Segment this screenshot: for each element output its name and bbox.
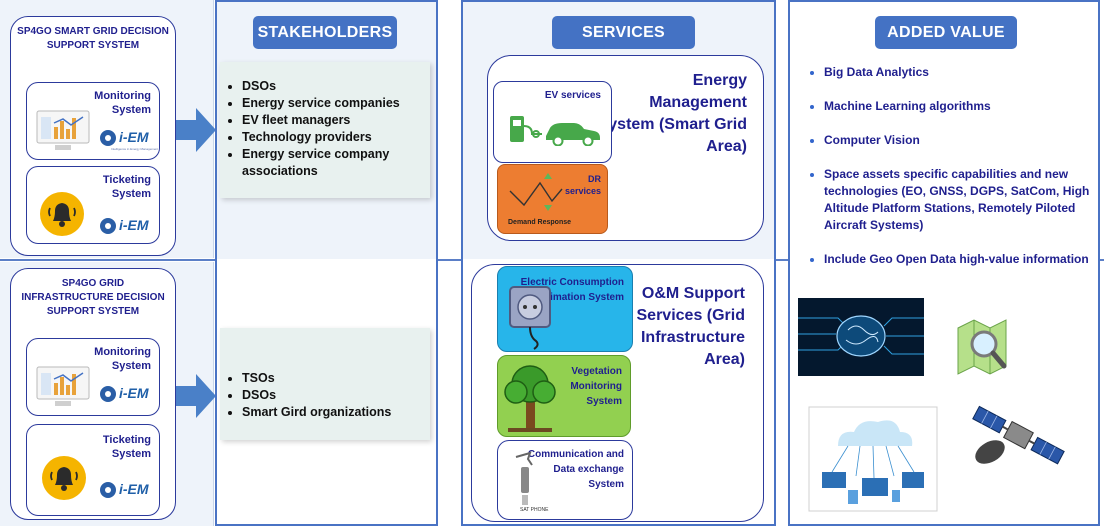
vegetation-card[interactable]: Vegetation Monitoring System — [497, 355, 631, 437]
iem-logo-text: i-EM — [119, 129, 149, 145]
stakeholders-top-list: DSOsEnergy service companiesEV fleet man… — [220, 78, 430, 180]
stakeholder-item: Technology providers — [242, 129, 430, 146]
stakeholder-item: Smart Gird organizations — [242, 404, 430, 421]
om-title: O&M Support Services (Grid Infrastructur… — [636, 285, 746, 368]
ev-charging-icon — [510, 116, 600, 146]
smart-grid-dss-title: SP4GO SMART GRID DECISION SUPPORT SYSTEM — [17, 26, 169, 51]
iem-logo-icon — [100, 482, 116, 498]
stakeholder-item: Energy service company associations — [242, 146, 430, 180]
stakeholders-top-box: DSOsEnergy service companiesEV fleet man… — [220, 62, 430, 198]
stakeholder-item: DSOs — [242, 387, 430, 404]
grid-infra-ticketing-card[interactable]: Ticketing System i-EM — [26, 424, 160, 516]
monitoring-screen-icon — [36, 366, 90, 406]
dr-services-label: DR services — [564, 174, 601, 196]
added-value-item: Space assets specific capabilities and n… — [824, 166, 1090, 234]
stakeholders-header: STAKEHOLDERS — [253, 16, 397, 49]
communication-label: Communication and Data exchange System — [527, 449, 624, 490]
arrow-right-icon — [176, 374, 216, 418]
monitoring-label: Monitoring System — [94, 346, 151, 372]
iem-logo-icon — [100, 130, 116, 146]
sat-phone-label: SAT PHONE — [520, 507, 549, 513]
stakeholder-item: Energy service companies — [242, 95, 430, 112]
ticketing-label: Ticketing System — [102, 434, 151, 460]
added-value-list: Big Data AnalyticsMachine Learning algor… — [800, 64, 1090, 268]
stakeholder-item: DSOs — [242, 78, 430, 95]
bell-icon — [42, 456, 86, 500]
consumption-card[interactable]: Electric Consumption Estimation System — [497, 266, 633, 352]
added-value-item: Include Geo Open Data high-value informa… — [824, 251, 1090, 268]
grid-infra-dss-title: SP4GO GRID INFRASTRUCTURE DECISION SUPPO… — [21, 278, 165, 317]
arrow-right-icon — [176, 108, 216, 152]
demand-response-graph-icon — [509, 173, 563, 211]
dr-services-card[interactable]: DR services Demand Response — [497, 164, 608, 234]
cloud-network-image — [808, 406, 938, 512]
added-value-item: Big Data Analytics — [824, 64, 1090, 81]
brain-circuit-image — [798, 298, 924, 376]
communication-card[interactable]: Communication and Data exchange System S… — [497, 440, 633, 520]
added-value-header: ADDED VALUE — [875, 16, 1017, 49]
stakeholder-item: TSOs — [242, 370, 430, 387]
monitoring-screen-icon — [36, 110, 90, 150]
demand-response-label: Demand Response — [508, 219, 572, 226]
iem-logo-text: i-EM — [119, 217, 149, 233]
satellite-image — [972, 405, 1065, 465]
services-header: SERVICES — [552, 16, 695, 49]
ticketing-label: Ticketing System — [102, 174, 151, 200]
smart-grid-ticketing-card[interactable]: Ticketing System i-EM — [26, 166, 160, 244]
monitoring-label: Monitoring System — [94, 90, 151, 116]
stakeholder-item: EV fleet managers — [242, 112, 430, 129]
ev-services-label: EV services — [544, 90, 601, 101]
iem-logo-text: i-EM — [119, 481, 149, 497]
ev-services-card[interactable]: EV services — [493, 81, 612, 163]
ems-title: Energy Management System (Smart Grid Are… — [597, 72, 747, 155]
stakeholders-bottom-list: TSOsDSOsSmart Gird organizations — [220, 370, 430, 421]
tree-icon — [504, 365, 556, 432]
bell-icon — [40, 192, 84, 236]
vegetation-label: Vegetation Monitoring System — [570, 366, 622, 407]
smart-grid-monitoring-card[interactable]: Monitoring System i-EM Intelligence in E… — [26, 82, 160, 160]
stakeholders-bottom-box: TSOsDSOsSmart Gird organizations — [220, 328, 430, 440]
grid-infra-monitoring-card[interactable]: Monitoring System i-EM — [26, 338, 160, 416]
iem-logo-icon — [100, 218, 116, 234]
iem-logo-icon — [100, 386, 116, 402]
map-magnifier-image — [957, 319, 1007, 375]
iem-logo-text: i-EM — [119, 385, 149, 401]
added-value-item: Computer Vision — [824, 132, 1090, 149]
sat-phone-icon — [515, 451, 533, 505]
iem-logo-subtext: Intelligence in Energy Management — [111, 147, 159, 151]
added-value-item: Machine Learning algorithms — [824, 98, 1090, 115]
electric-outlet-icon — [509, 286, 551, 350]
added-value-list-box: Big Data AnalyticsMachine Learning algor… — [800, 64, 1090, 285]
consumption-label: Electric Consumption Estimation System — [520, 277, 624, 303]
